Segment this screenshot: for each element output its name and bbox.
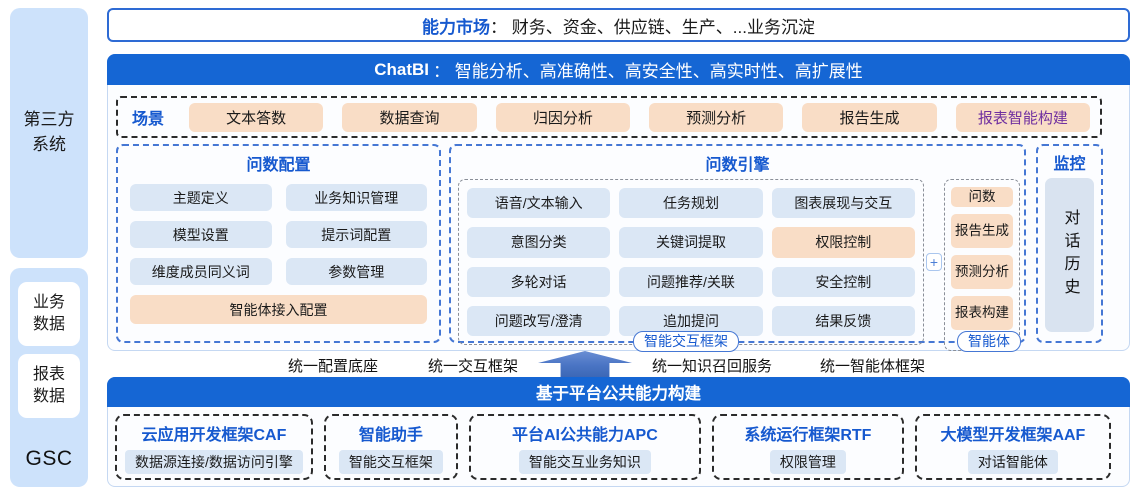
gsc-label: GSC <box>25 447 73 470</box>
report-data-chip: 报表数据 <box>18 354 80 418</box>
platform-panel: 基于平台公共能力构建 云应用开发框架CAF 数据源连接/数据访问引擎 智能助手 … <box>107 377 1130 487</box>
monitor-title: 监控 <box>1053 156 1086 173</box>
unified-interaction-framework-label: 统一交互框架 <box>428 358 519 375</box>
agent-item-question: 问数 <box>951 187 1013 207</box>
platform-header-bar: 基于平台公共能力构建 <box>107 377 1130 407</box>
agent-item-report-generation: 报告生成 <box>951 213 1013 248</box>
engine-item-intent-classification: 意图分类 <box>467 227 611 258</box>
engine-item-question-recommendation: 问题推荐/关联 <box>619 266 763 297</box>
unified-knowledge-recall-label: 统一知识召回服务 <box>652 358 773 375</box>
platform-box-caf: 云应用开发框架CAF 数据源连接/数据访问引擎 <box>115 414 313 480</box>
config-item-model-settings: 模型设置 <box>130 221 272 248</box>
dialog-history-box: 对话历史 <box>1045 178 1094 332</box>
chatbi-header-text: ： 智能分析、高准确性、高安全性、高实时性、高扩展性 <box>433 62 863 81</box>
engine-item-multi-turn-dialogue: 多轮对话 <box>467 266 611 297</box>
capability-market-label: 能力市场 <box>422 17 491 37</box>
agent-pill: 智能体 <box>957 331 1021 352</box>
scene-label: 场景 <box>132 111 165 128</box>
smart-interaction-framework-pill: 智能交互框架 <box>633 331 739 352</box>
engine-item-security-control: 安全控制 <box>771 266 915 297</box>
chatbi-panel: ChatBI： 智能分析、高准确性、高安全性、高实时性、高扩展性 场景 文本答数… <box>107 54 1130 352</box>
config-item-prompt-config: 提示词配置 <box>285 221 427 248</box>
engine-item-task-planning: 任务规划 <box>619 188 763 219</box>
engine-item-follow-up-question: 追加提问 <box>619 305 763 336</box>
scene-chip-prediction-analysis: 预测分析 <box>649 102 784 132</box>
config-item-agent-access-config: 智能体接入配置 <box>130 295 427 324</box>
question-config-title: 问数配置 <box>246 157 311 174</box>
third-party-system-box: 第三方系统 <box>10 8 88 258</box>
platform-box-aaf-subtitle: 对话智能体 <box>967 449 1058 474</box>
agent-item-report-building: 报表构建 <box>951 295 1013 330</box>
monitor-panel: 监控 对话历史 <box>1036 144 1103 343</box>
capability-market-text: ： 财务、资金、供应链、生产、...业务沉淀 <box>490 17 815 37</box>
scene-row: 场景 文本答数 数据查询 归因分析 预测分析 报告生成 报表智能构建 <box>116 96 1102 138</box>
platform-box-caf-subtitle: 数据源连接/数据访问引擎 <box>125 449 303 474</box>
platform-boxes-row: 云应用开发框架CAF 数据源连接/数据访问引擎 智能助手 智能交互框架 平台AI… <box>115 414 1122 480</box>
platform-box-apc: 平台AI公共能力APC 智能交互业务知识 <box>468 414 701 480</box>
platform-box-apc-title: 平台AI公共能力APC <box>511 426 658 444</box>
scene-chip-data-query: 数据查询 <box>342 102 477 132</box>
dialog-history-label: 对话历史 <box>1061 209 1079 301</box>
config-item-theme-definition: 主题定义 <box>130 184 272 211</box>
up-arrow-icon <box>538 351 632 377</box>
engine-item-keyword-extraction: 关键词提取 <box>619 227 763 258</box>
scene-chip-attribution-analysis: 归因分析 <box>495 102 630 132</box>
scene-chip-smart-report-building: 报表智能构建 <box>955 102 1090 132</box>
question-engine-grid: 语音/文本输入 任务规划 图表展现与交互 意图分类 关键词提取 权限控制 多轮对… <box>458 179 924 345</box>
engine-item-result-feedback: 结果反馈 <box>771 305 915 336</box>
scene-chip-report-generation: 报告生成 <box>802 102 937 132</box>
engine-item-permission-control: 权限控制 <box>771 227 915 258</box>
config-item-parameter-management: 参数管理 <box>285 258 427 285</box>
question-config-grid: 主题定义 业务知识管理 模型设置 提示词配置 维度成员同义词 参数管理 智能体接… <box>118 175 439 324</box>
business-data-chip: 业务数据 <box>18 282 80 346</box>
agent-column: 问数 报告生成 预测分析 报表构建 <box>944 179 1020 351</box>
agent-item-prediction-analysis: 预测分析 <box>951 254 1013 289</box>
capability-market-bar: 能力市场： 财务、资金、供应链、生产、...业务沉淀 <box>107 8 1130 42</box>
platform-box-caf-title: 云应用开发框架CAF <box>141 426 287 444</box>
data-sources-box: 业务数据 报表数据 GSC <box>10 268 88 487</box>
platform-box-assistant-title: 智能助手 <box>358 426 423 444</box>
engine-item-voice-text-input: 语音/文本输入 <box>467 188 611 219</box>
third-party-system-label: 第三方系统 <box>23 110 75 154</box>
config-item-dimension-synonyms: 维度成员同义词 <box>130 258 272 285</box>
question-engine-panel: 问数引擎 语音/文本输入 任务规划 图表展现与交互 意图分类 关键词提取 权限控… <box>449 144 1026 352</box>
question-config-panel: 问数配置 主题定义 业务知识管理 模型设置 提示词配置 维度成员同义词 参数管理… <box>116 144 441 343</box>
platform-box-rtf-subtitle: 权限管理 <box>769 449 846 474</box>
platform-box-aaf: 大模型开发框架AAF 对话智能体 <box>914 414 1111 480</box>
platform-box-apc-subtitle: 智能交互业务知识 <box>518 449 651 474</box>
question-engine-title: 问数引擎 <box>705 157 770 174</box>
platform-box-assistant-subtitle: 智能交互框架 <box>338 449 443 474</box>
config-item-business-knowledge: 业务知识管理 <box>285 184 427 211</box>
plus-connector: + <box>924 179 944 345</box>
plus-icon: + <box>925 253 943 271</box>
unified-agent-framework-label: 统一智能体框架 <box>820 358 926 375</box>
scene-chip-text-answer: 文本答数 <box>189 102 324 132</box>
engine-item-chart-display-interaction: 图表展现与交互 <box>771 188 915 219</box>
unified-config-base-label: 统一配置底座 <box>288 358 379 375</box>
platform-box-aaf-title: 大模型开发框架AAF <box>940 426 1086 444</box>
chatbi-brand: ChatBI <box>374 59 430 79</box>
platform-box-rtf: 系统运行框架RTF 权限管理 <box>711 414 904 480</box>
platform-box-rtf-title: 系统运行框架RTF <box>744 426 872 444</box>
platform-box-assistant: 智能助手 智能交互框架 <box>323 414 458 480</box>
chatbi-header-bar: ChatBI： 智能分析、高准确性、高安全性、高实时性、高扩展性 <box>107 54 1130 85</box>
engine-item-question-rewrite-clarify: 问题改写/澄清 <box>467 305 611 336</box>
